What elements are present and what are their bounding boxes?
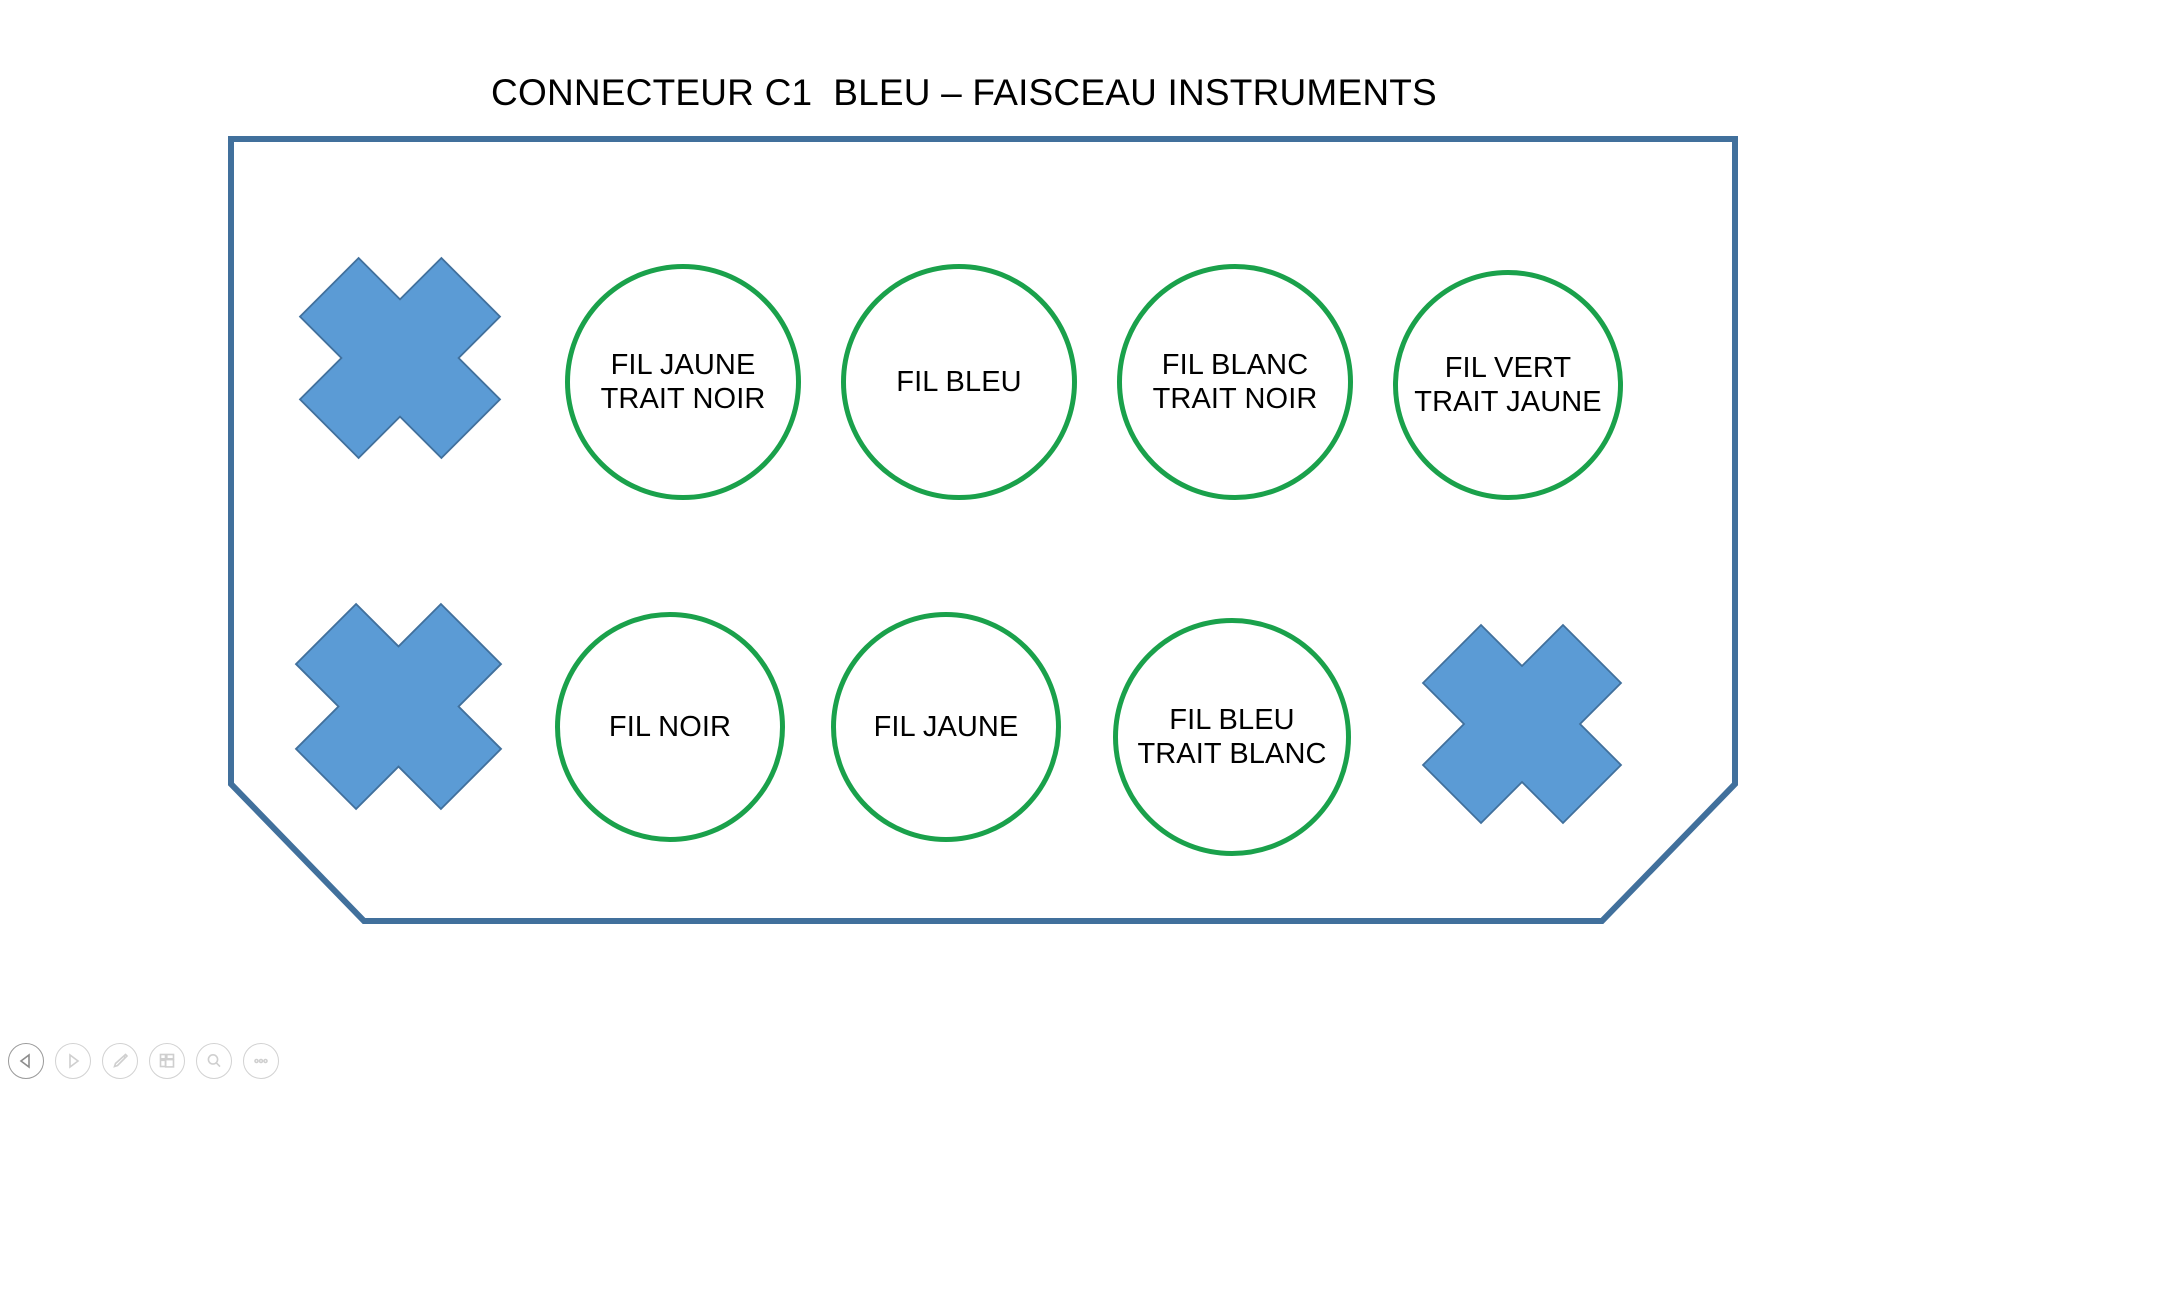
more-options-icon bbox=[254, 1058, 268, 1064]
pin-label: FIL BLANC TRAIT NOIR bbox=[1152, 348, 1318, 415]
pin-bottom-2[interactable]: FIL JAUNE bbox=[831, 612, 1061, 842]
cross-icon bbox=[1421, 623, 1623, 825]
pin-blank-top-1[interactable] bbox=[298, 256, 502, 460]
pin-blank-bottom-1[interactable] bbox=[294, 602, 503, 811]
pin-label: FIL JAUNE bbox=[873, 710, 1019, 743]
pen-button[interactable] bbox=[102, 1043, 138, 1079]
pin-top-1[interactable]: FIL JAUNE TRAIT NOIR bbox=[565, 264, 801, 500]
previous-slide-button[interactable] bbox=[8, 1043, 44, 1079]
page-title: CONNECTEUR C1 BLEU – FAISCEAU INSTRUMENT… bbox=[491, 72, 1437, 113]
zoom-icon bbox=[207, 1053, 221, 1068]
pin-label: FIL BLEU TRAIT BLANC bbox=[1137, 703, 1327, 770]
zoom-button[interactable] bbox=[196, 1043, 232, 1079]
pin-top-4[interactable]: FIL VERT TRAIT JAUNE bbox=[1393, 270, 1623, 500]
presenter-toolbar bbox=[8, 1043, 279, 1079]
pin-bottom-3[interactable]: FIL BLEU TRAIT BLANC bbox=[1113, 618, 1351, 856]
next-slide-icon bbox=[69, 1053, 80, 1069]
more-options-button[interactable] bbox=[243, 1043, 279, 1079]
pen-icon bbox=[113, 1053, 129, 1068]
next-slide-button[interactable] bbox=[55, 1043, 91, 1079]
pin-label: FIL VERT TRAIT JAUNE bbox=[1414, 351, 1602, 418]
pin-top-2[interactable]: FIL BLEU bbox=[841, 264, 1077, 500]
previous-slide-icon bbox=[19, 1053, 30, 1069]
pin-blank-bottom-2[interactable] bbox=[1421, 623, 1623, 825]
pin-label: FIL NOIR bbox=[608, 710, 732, 743]
pin-bottom-1[interactable]: FIL NOIR bbox=[555, 612, 785, 842]
slide-navigator-icon bbox=[159, 1053, 175, 1068]
cross-icon bbox=[294, 602, 503, 811]
slide-navigator-button[interactable] bbox=[149, 1043, 185, 1079]
pin-label: FIL BLEU bbox=[896, 365, 1022, 398]
pin-label: FIL JAUNE TRAIT NOIR bbox=[600, 348, 766, 415]
cross-icon bbox=[298, 256, 502, 460]
pin-top-3[interactable]: FIL BLANC TRAIT NOIR bbox=[1117, 264, 1353, 500]
